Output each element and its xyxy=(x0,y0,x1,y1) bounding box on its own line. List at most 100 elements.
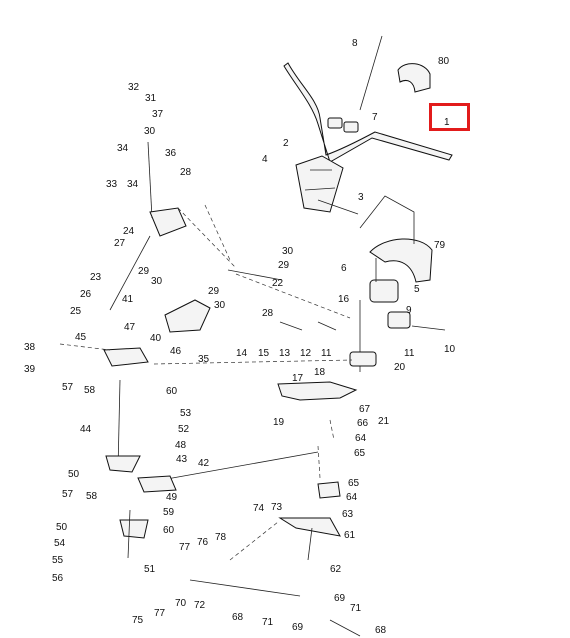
label-75: 75 xyxy=(132,615,144,626)
label-13: 13 xyxy=(279,348,291,359)
label-46: 46 xyxy=(170,346,182,357)
bracket-40-part xyxy=(164,299,211,333)
label-66: 66 xyxy=(357,418,369,429)
label-50a: 50 xyxy=(68,469,80,480)
label-47: 47 xyxy=(124,322,136,333)
label-35: 35 xyxy=(198,354,210,365)
label-1: 1 xyxy=(444,117,450,128)
label-49: 49 xyxy=(166,492,178,503)
label-29a: 29 xyxy=(278,260,290,271)
label-26: 26 xyxy=(80,289,92,300)
label-55: 55 xyxy=(52,555,64,566)
label-51: 51 xyxy=(144,564,156,575)
label-50b: 50 xyxy=(56,522,68,533)
column-left-part xyxy=(103,141,187,559)
label-63: 63 xyxy=(342,509,354,520)
label-17: 17 xyxy=(292,373,304,384)
label-68a: 68 xyxy=(232,612,244,623)
label-76: 76 xyxy=(197,537,209,548)
label-42: 42 xyxy=(198,458,210,469)
label-45: 45 xyxy=(75,332,87,343)
label-77a: 77 xyxy=(179,542,191,553)
label-19: 19 xyxy=(273,417,285,428)
label-54: 54 xyxy=(54,538,66,549)
label-25: 25 xyxy=(70,306,82,317)
label-30c: 30 xyxy=(144,126,156,137)
label-5: 5 xyxy=(414,284,420,295)
label-60a: 60 xyxy=(166,386,178,397)
leader-lines xyxy=(59,204,353,561)
label-57a: 57 xyxy=(62,382,74,393)
label-30b: 30 xyxy=(214,300,226,311)
label-30a: 30 xyxy=(282,246,294,257)
column-upper-part xyxy=(349,258,446,372)
label-21: 21 xyxy=(378,416,390,427)
label-61: 61 xyxy=(344,530,356,541)
label-37: 37 xyxy=(152,109,164,120)
label-22: 22 xyxy=(272,278,284,289)
part-1-highlight-box xyxy=(429,103,470,131)
label-69b: 69 xyxy=(334,593,346,604)
label-77b: 77 xyxy=(154,608,166,619)
label-58a: 58 xyxy=(84,385,96,396)
label-29b: 29 xyxy=(208,286,220,297)
label-56: 56 xyxy=(52,573,64,584)
label-71a: 71 xyxy=(262,617,274,628)
label-2: 2 xyxy=(283,138,289,149)
label-73: 73 xyxy=(271,502,283,513)
label-9: 9 xyxy=(406,305,412,316)
label-44: 44 xyxy=(80,424,92,435)
label-28a: 28 xyxy=(262,308,274,319)
label-64a: 64 xyxy=(355,433,367,444)
label-34b: 34 xyxy=(127,179,139,190)
label-7: 7 xyxy=(372,112,378,123)
label-72: 72 xyxy=(194,600,206,611)
label-52: 52 xyxy=(178,424,190,435)
label-43: 43 xyxy=(176,454,188,465)
label-40: 40 xyxy=(150,333,162,344)
bracket-2-part xyxy=(295,155,344,213)
label-39: 39 xyxy=(24,364,36,375)
label-53: 53 xyxy=(180,408,192,419)
label-74: 74 xyxy=(253,503,265,514)
label-31: 31 xyxy=(145,93,157,104)
label-60b: 60 xyxy=(163,525,175,536)
label-32: 32 xyxy=(128,82,140,93)
label-23: 23 xyxy=(90,272,102,283)
label-36: 36 xyxy=(165,148,177,159)
label-68b: 68 xyxy=(375,625,387,636)
bolt-8-part xyxy=(327,35,383,133)
label-38: 38 xyxy=(24,342,36,353)
cover-79-part xyxy=(369,238,433,283)
label-48: 48 xyxy=(175,440,187,451)
label-30: 30 xyxy=(151,276,163,287)
handlebar-part xyxy=(283,62,453,163)
label-34a: 34 xyxy=(117,143,129,154)
label-67: 67 xyxy=(359,404,371,415)
label-20: 20 xyxy=(394,362,406,373)
label-18: 18 xyxy=(314,367,326,378)
label-57b: 57 xyxy=(62,489,74,500)
label-12: 12 xyxy=(300,348,312,359)
label-11a: 11 xyxy=(321,348,332,359)
label-58b: 58 xyxy=(86,491,98,502)
label-59: 59 xyxy=(163,507,175,518)
label-24: 24 xyxy=(123,226,135,237)
label-71b: 71 xyxy=(350,603,362,614)
label-14: 14 xyxy=(236,348,248,359)
label-4: 4 xyxy=(262,154,268,165)
label-10: 10 xyxy=(444,344,456,355)
label-78: 78 xyxy=(215,532,227,543)
label-29c: 29 xyxy=(138,266,150,277)
label-28b: 28 xyxy=(180,167,192,178)
label-70: 70 xyxy=(175,598,187,609)
label-6: 6 xyxy=(341,263,347,274)
label-11b: 11 xyxy=(404,348,415,359)
label-80: 80 xyxy=(438,56,450,67)
label-16: 16 xyxy=(338,294,350,305)
label-41: 41 xyxy=(122,294,134,305)
label-33: 33 xyxy=(106,179,118,190)
label-15: 15 xyxy=(258,348,270,359)
label-65a: 65 xyxy=(354,448,366,459)
